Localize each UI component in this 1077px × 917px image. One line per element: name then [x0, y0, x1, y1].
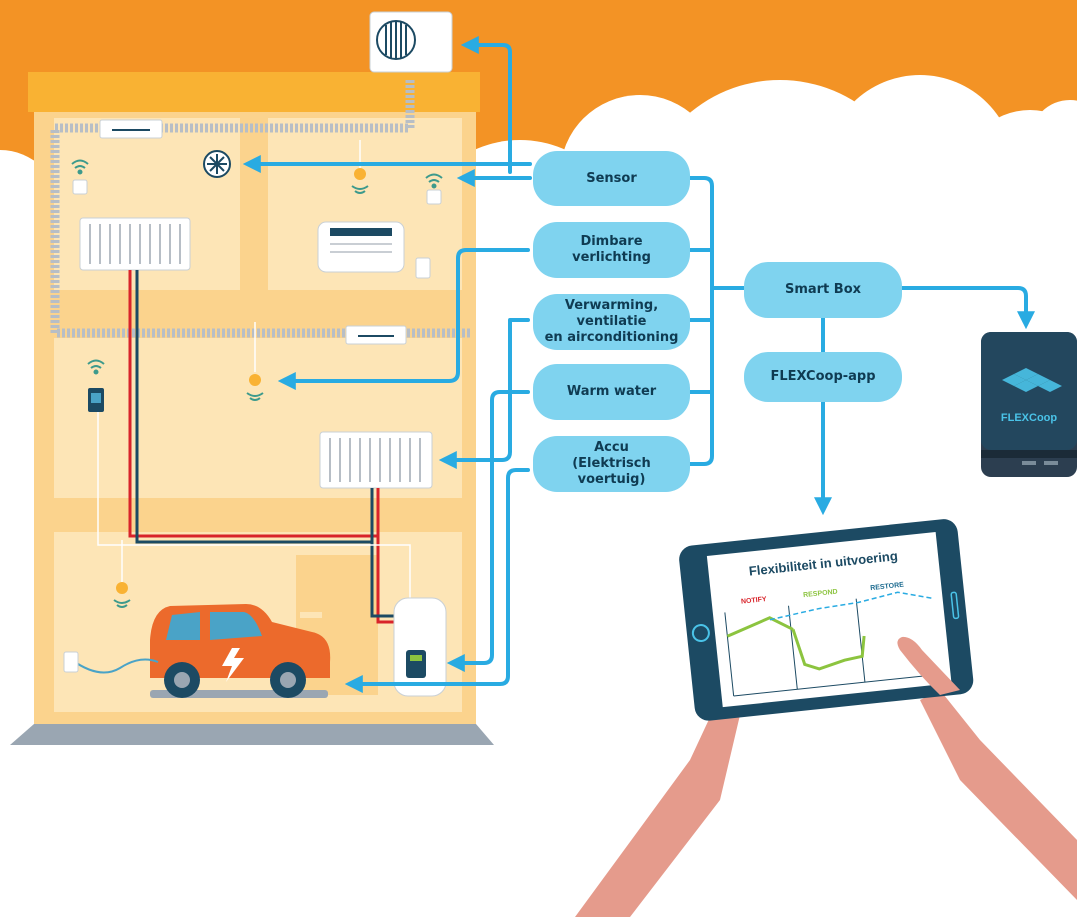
tablet-screen	[706, 531, 952, 708]
home-button-icon	[691, 624, 710, 643]
chart-axes	[724, 598, 942, 697]
ventilation-fan-icon	[203, 150, 231, 178]
wifi-sensor-icon	[71, 159, 443, 375]
pointing-finger	[897, 636, 960, 695]
sensor-node: Sensor	[533, 151, 690, 206]
smart-box-device: FLEXCoop	[981, 332, 1077, 477]
dimmable-lighting-node: Dimbare verlichting	[533, 222, 690, 278]
sensor-device	[426, 189, 442, 205]
chart-line	[726, 616, 794, 638]
outdoor-ac-unit	[369, 11, 453, 73]
smart-box-node: Smart Box	[744, 262, 902, 318]
battery-node: Accu (Elektrisch voertuig)	[533, 436, 690, 492]
ventilation-duct	[50, 80, 470, 338]
heating-pipes	[128, 270, 402, 624]
warm-water-node: Warm water	[533, 364, 690, 420]
electric-car	[63, 604, 331, 698]
water-boiler	[393, 597, 447, 697]
radiator-middle	[319, 431, 433, 489]
radiator-upper	[79, 217, 191, 271]
flexcoop-app-node: FLEXCoop-app	[744, 352, 902, 402]
phase-notify-label: NOTIFY	[741, 596, 768, 606]
sensor-device	[72, 179, 88, 195]
connector-lines	[242, 36, 1035, 693]
phase-respond-label: RESPOND	[803, 589, 838, 600]
data-cable	[97, 412, 411, 600]
phase-restore-label: RESTORE	[870, 582, 905, 593]
chart-dashed-line	[769, 591, 934, 621]
device-brand-label: FLEXCoop	[1001, 412, 1057, 424]
indoor-ac-unit	[317, 221, 431, 279]
hvac-node: Verwarming, ventilatie en airconditionin…	[533, 294, 690, 350]
tablet-scene: Flexibiliteit in uitvoering NOTIFY RESPO…	[575, 519, 1077, 917]
